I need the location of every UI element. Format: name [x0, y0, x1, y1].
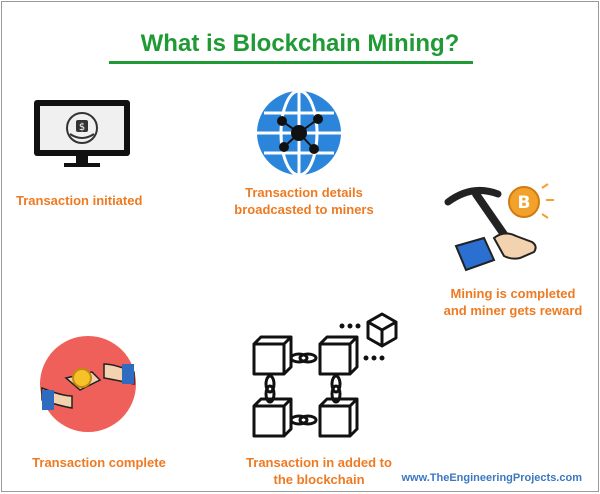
- page-title: What is Blockchain Mining?: [140, 30, 460, 57]
- step-label-broadcast-line1: Transaction details: [245, 185, 363, 200]
- pickaxe-bitcoin-icon: B: [442, 180, 556, 279]
- svg-text:B: B: [518, 193, 531, 213]
- monitor-dollar-icon: $: [32, 98, 132, 175]
- step-label-broadcast-line2: broadcasted to miners: [234, 202, 374, 217]
- blockchain-cubes-icon: [246, 306, 410, 447]
- title-underline: [109, 61, 473, 64]
- step-label-blockchain-line1: Transaction in added to: [246, 455, 392, 470]
- step-label-blockchain-line2: the blockchain: [273, 472, 365, 487]
- step-label-mining-line1: Mining is completed: [450, 286, 576, 301]
- step-label-mining-line2: and miner gets reward: [443, 303, 583, 318]
- step-label-mining-completed: Mining is completed and miner gets rewar…: [434, 285, 592, 319]
- site-watermark: www.TheEngineeringProjects.com: [401, 472, 582, 484]
- globe-network-icon: [252, 89, 346, 182]
- handshake-coin-icon: [38, 334, 138, 439]
- step-label-broadcast: Transaction details broadcasted to miner…: [234, 184, 374, 218]
- step-label-transaction-initiated: Transaction initiated: [16, 193, 143, 208]
- step-label-added-to-blockchain: Transaction in added to the blockchain: [234, 454, 404, 488]
- svg-text:$: $: [79, 122, 85, 133]
- step-label-transaction-complete: Transaction complete: [32, 455, 166, 470]
